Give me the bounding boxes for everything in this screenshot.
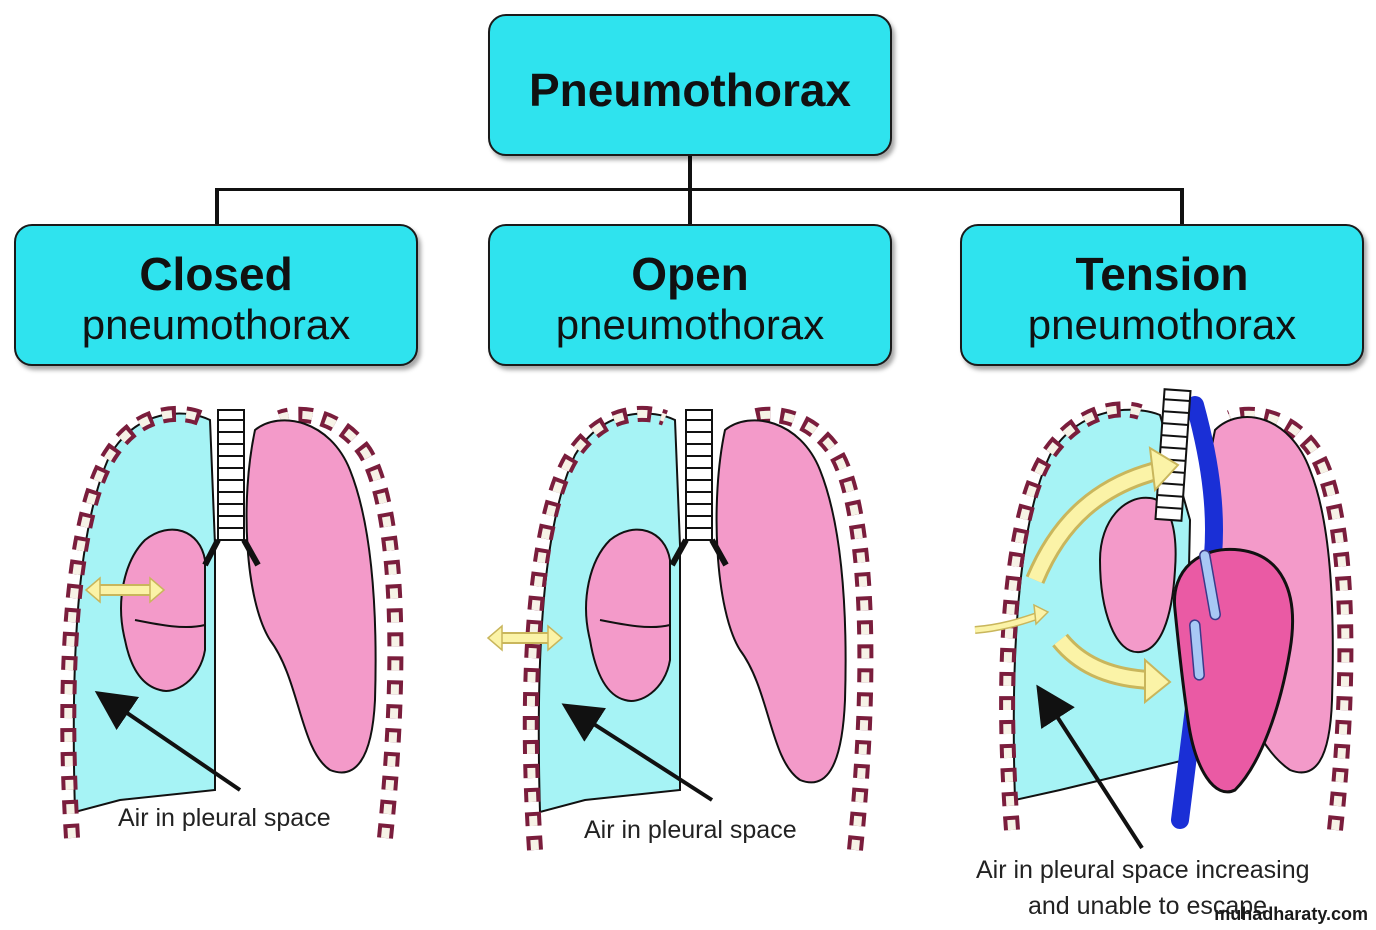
connector-horizontal <box>216 188 1184 191</box>
node-subtitle-tension: pneumothorax <box>1027 301 1297 348</box>
tension-pneumothorax-illustration <box>974 388 1354 850</box>
node-closed-pneumothorax: Closed pneumothorax <box>14 224 418 366</box>
tension-heart <box>1172 547 1295 794</box>
open-collapsed-lung <box>585 528 671 702</box>
tension-collapsed-lung <box>1098 496 1177 654</box>
node-title-open: Open <box>631 248 749 300</box>
open-right-lung <box>715 419 847 784</box>
closed-collapsed-lung <box>120 528 206 692</box>
node-tension-pneumothorax: Tension pneumothorax <box>960 224 1364 366</box>
watermark: muhadharaty.com <box>1214 904 1368 924</box>
closed-pneumothorax-illustration <box>60 405 404 839</box>
root-title: Pneumothorax <box>528 64 852 116</box>
annotation-tension-line2: and unable to escape <box>1028 892 1268 920</box>
tension-pointer-arrow <box>1036 684 1144 850</box>
node-title-tension: Tension <box>1075 248 1249 300</box>
open-pointer-arrow <box>561 703 714 802</box>
node-title-closed: Closed <box>139 248 293 300</box>
connector-vertical-closed <box>215 188 219 224</box>
open-trachea <box>669 409 729 567</box>
node-subtitle-closed: pneumothorax <box>81 301 351 348</box>
root-node-pneumothorax: Pneumothorax <box>488 14 892 156</box>
open-pneumothorax-illustration <box>486 405 874 851</box>
closed-right-lung <box>245 419 377 774</box>
closed-ribcage-right <box>277 406 404 839</box>
annotation-open: Air in pleural space <box>584 816 797 844</box>
node-subtitle-open: pneumothorax <box>555 301 825 348</box>
node-open-pneumothorax: Open pneumothorax <box>488 224 892 366</box>
closed-trachea <box>202 409 261 567</box>
closed-pointer-arrow <box>94 690 242 792</box>
annotation-tension-line1: Air in pleural space increasing <box>976 856 1310 884</box>
connector-vertical-tension <box>1180 188 1184 224</box>
annotation-closed: Air in pleural space <box>118 804 331 832</box>
